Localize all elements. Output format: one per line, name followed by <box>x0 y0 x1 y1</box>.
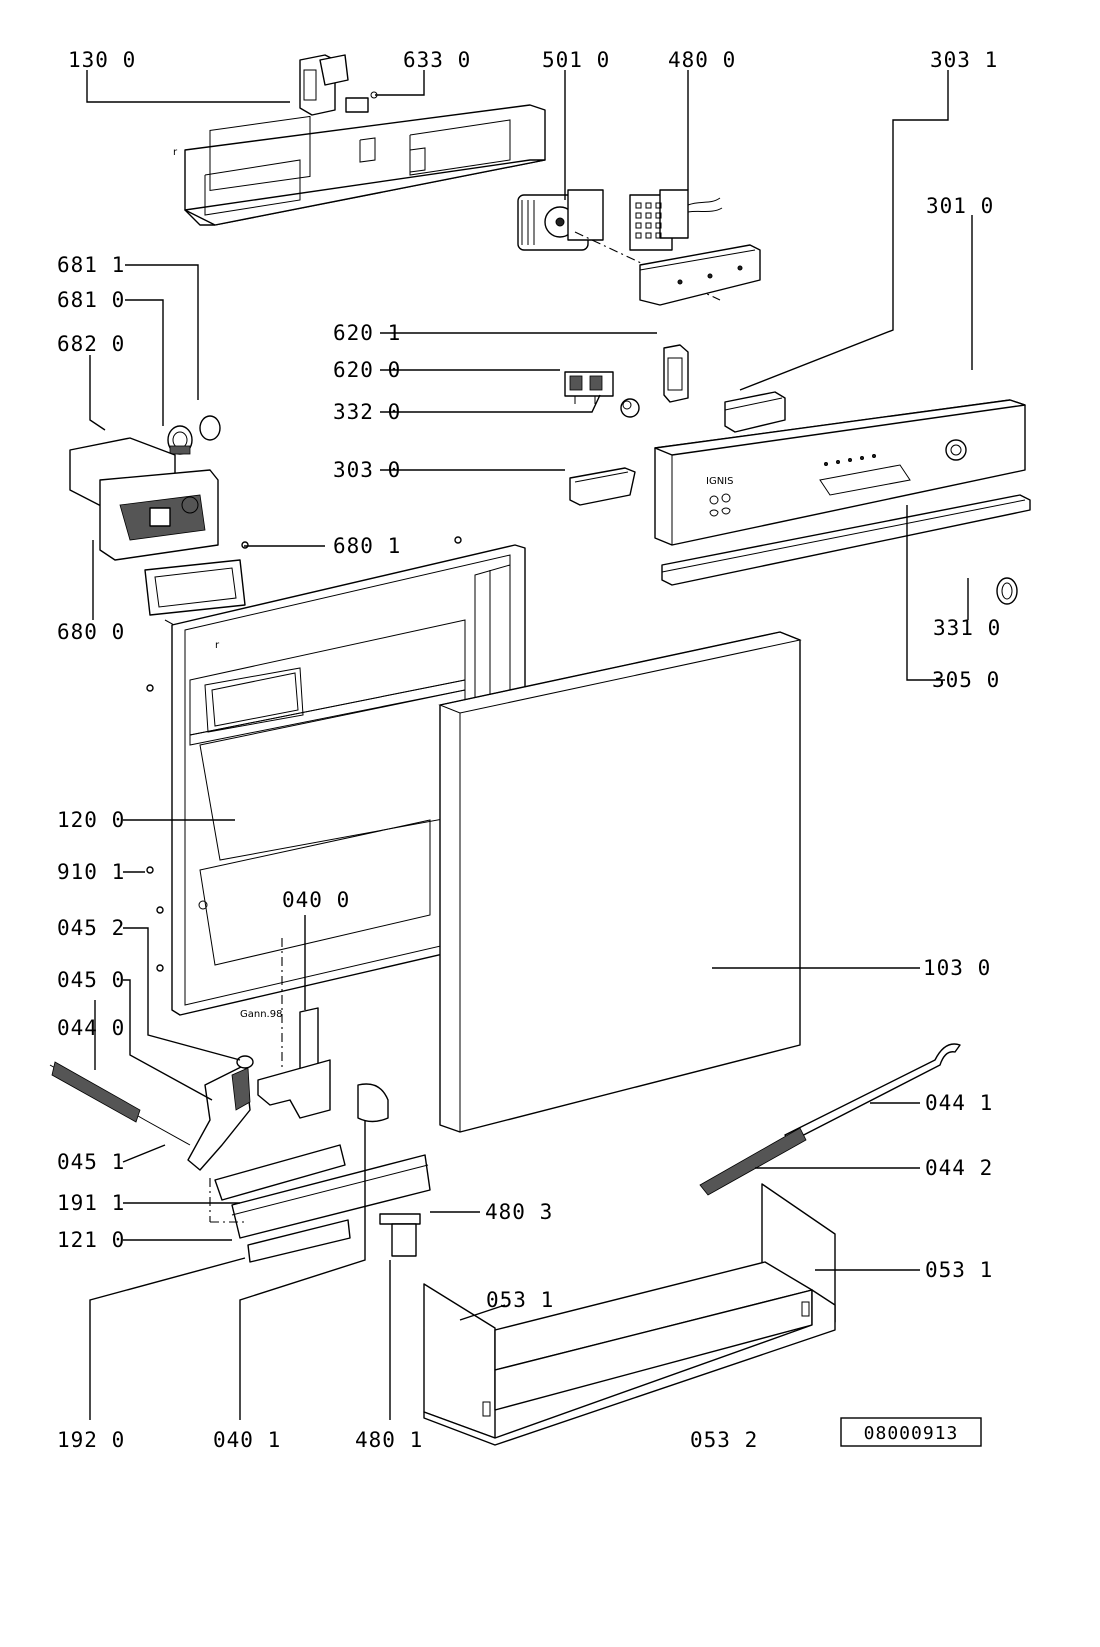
connector-block-480 <box>629 189 723 251</box>
hinge-plate-040-1 <box>357 1083 389 1123</box>
drawing-number-box: 08000913 <box>840 1417 982 1447</box>
door-panel-103 <box>438 631 802 1133</box>
label-044-0: 044 0 <box>57 1016 125 1040</box>
label-681-0: 681 0 <box>57 288 125 312</box>
label-480-0: 480 0 <box>668 48 736 72</box>
label-045-0: 045 0 <box>57 968 125 992</box>
button-housing-303-1 <box>724 391 786 433</box>
spring-044 <box>49 1061 191 1146</box>
cap-681 <box>167 425 193 455</box>
hinge-arm-045 <box>187 1055 254 1171</box>
label-303-0: 303 0 <box>333 458 401 482</box>
label-331-0: 331 0 <box>933 616 1001 640</box>
label-620-1: 620 1 <box>333 321 401 345</box>
label-053-1-left: 053 1 <box>486 1288 554 1312</box>
label-053-2: 053 2 <box>690 1428 758 1452</box>
button-housing-303 <box>569 467 636 506</box>
label-680-1: 680 1 <box>333 534 401 558</box>
relay-633 <box>345 91 378 113</box>
hinge-bracket-040 <box>257 938 331 1119</box>
label-681-1: 681 1 <box>57 253 125 277</box>
brand-mark: IGNIS <box>706 476 733 487</box>
label-045-2: 045 2 <box>57 916 125 940</box>
programmer-bracket <box>639 244 761 306</box>
label-332-0: 332 0 <box>333 400 401 424</box>
screws-910 <box>146 536 462 972</box>
date-mark: Gann.98 <box>240 1009 282 1020</box>
label-192-0: 192 0 <box>57 1428 125 1452</box>
label-040-1: 040 1 <box>213 1428 281 1452</box>
switch-620 <box>564 371 614 404</box>
connector-130 <box>299 54 349 116</box>
label-121-0: 121 0 <box>57 1228 125 1252</box>
label-044-1: 044 1 <box>925 1091 993 1115</box>
label-303-1: 303 1 <box>930 48 998 72</box>
label-682-0: 682 0 <box>57 332 125 356</box>
label-120-0: 120 0 <box>57 808 125 832</box>
label-680-0: 680 0 <box>57 620 125 644</box>
programmer-motor-501 <box>517 189 721 301</box>
label-301-0: 301 0 <box>926 194 994 218</box>
label-480-3: 480 3 <box>485 1200 553 1224</box>
rails-191-121-192 <box>209 1144 431 1263</box>
label-620-0: 620 0 <box>333 358 401 382</box>
drawing-number: 08000913 <box>864 1423 959 1444</box>
switch-bracket-620-1 <box>663 344 689 403</box>
svg-text:r: r <box>215 640 220 651</box>
label-130-0: 130 0 <box>68 48 136 72</box>
leader-lines <box>86 70 973 1420</box>
label-480-1: 480 1 <box>355 1428 423 1452</box>
label-045-1: 045 1 <box>57 1150 125 1174</box>
label-040-0: 040 0 <box>282 888 350 912</box>
svg-text:r: r <box>173 147 178 158</box>
clip-480-3 <box>379 1213 421 1257</box>
label-044-2: 044 2 <box>925 1156 993 1180</box>
label-191-1: 191 1 <box>57 1191 125 1215</box>
seal-ring-681-1 <box>199 415 221 441</box>
knob-332 <box>620 398 640 418</box>
plinth-053 <box>423 1183 836 1446</box>
label-103-0: 103 0 <box>923 956 991 980</box>
knob-331 <box>996 577 1018 605</box>
label-501-0: 501 0 <box>542 48 610 72</box>
label-053-1-right: 053 1 <box>925 1258 993 1282</box>
spring-rod-044-1 <box>699 1043 961 1196</box>
label-305-0: 305 0 <box>932 668 1000 692</box>
control-panel-bracket: r <box>173 104 546 226</box>
trim-strip-305 <box>661 494 1031 586</box>
part-labels: 130 0 633 0 501 0 480 0 303 1 301 0 681 … <box>57 48 1001 1452</box>
label-910-1: 910 1 <box>57 860 125 884</box>
label-633-0: 633 0 <box>403 48 471 72</box>
control-panel-301: IGNIS <box>654 399 1026 546</box>
detergent-dispenser-682 <box>69 437 219 561</box>
